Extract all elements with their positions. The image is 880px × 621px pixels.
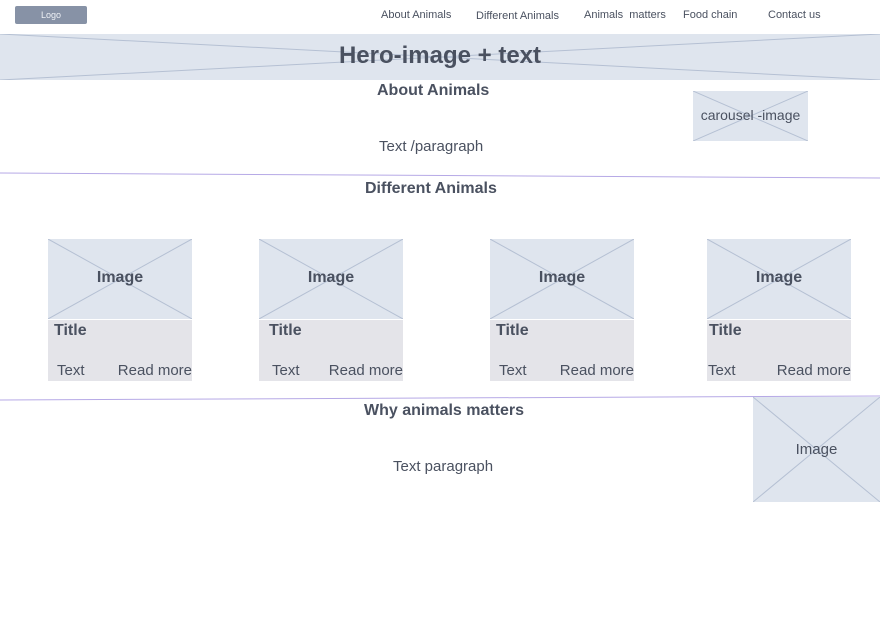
card-body: Title Text Read more xyxy=(259,320,403,381)
placeholder-cross-icon xyxy=(753,397,880,502)
placeholder-cross-icon xyxy=(707,239,851,319)
why-image-label: Image xyxy=(795,441,838,458)
carousel-label: carousel -image xyxy=(700,107,801,123)
card-body: Title Text Read more xyxy=(707,320,851,381)
card-title: Title xyxy=(709,322,742,339)
card-image-label: Image xyxy=(96,269,144,286)
read-more-link[interactable]: Read more xyxy=(559,362,634,379)
card-image: Image xyxy=(490,239,634,319)
nav-animals-matters[interactable]: Animals matters xyxy=(584,9,666,21)
animal-card: Image Title Text Read more xyxy=(490,239,634,381)
card-text: Text xyxy=(499,362,527,379)
why-heading: Why animals matters xyxy=(364,402,525,419)
nav-about-animals[interactable]: About Animals xyxy=(381,9,452,21)
animal-card: Image Title Text Read more xyxy=(707,239,851,381)
placeholder-cross-icon xyxy=(0,34,880,80)
card-image-label: Image xyxy=(538,269,586,286)
carousel-image[interactable]: carousel -image xyxy=(693,91,808,141)
about-heading: About Animals xyxy=(377,82,490,99)
placeholder-cross-icon xyxy=(490,239,634,319)
read-more-link[interactable]: Read more xyxy=(328,362,403,379)
section-divider xyxy=(0,172,880,179)
different-heading: Different Animals xyxy=(365,180,497,197)
card-text: Text xyxy=(57,362,85,379)
card-text: Text xyxy=(272,362,300,379)
nav-contact-us[interactable]: Contact us xyxy=(768,9,821,21)
card-title: Title xyxy=(496,322,529,339)
nav-different-animals[interactable]: Different Animals xyxy=(476,10,559,22)
card-image-label: Image xyxy=(307,269,355,286)
read-more-link[interactable]: Read more xyxy=(776,362,851,379)
card-text: Text xyxy=(708,362,736,379)
placeholder-cross-icon xyxy=(48,239,192,319)
logo[interactable]: Logo xyxy=(15,6,87,24)
why-image: Image xyxy=(753,397,880,502)
card-body: Title Text Read more xyxy=(490,320,634,381)
read-more-link[interactable]: Read more xyxy=(117,362,192,379)
section-divider xyxy=(0,395,880,401)
placeholder-cross-icon xyxy=(259,239,403,319)
card-image: Image xyxy=(259,239,403,319)
card-title: Title xyxy=(269,322,302,339)
about-paragraph: Text /paragraph xyxy=(379,138,484,155)
hero-label: Hero-image + text xyxy=(338,42,542,69)
placeholder-cross-icon xyxy=(693,91,808,141)
card-body: Title Text Read more xyxy=(48,320,192,381)
nav-food-chain[interactable]: Food chain xyxy=(683,9,738,21)
animal-card: Image Title Text Read more xyxy=(48,239,192,381)
why-paragraph: Text paragraph xyxy=(393,458,494,475)
card-title: Title xyxy=(54,322,87,339)
card-image: Image xyxy=(48,239,192,319)
card-image: Image xyxy=(707,239,851,319)
card-image-label: Image xyxy=(755,269,803,286)
hero-banner: Hero-image + text xyxy=(0,34,880,80)
animal-card: Image Title Text Read more xyxy=(259,239,403,381)
